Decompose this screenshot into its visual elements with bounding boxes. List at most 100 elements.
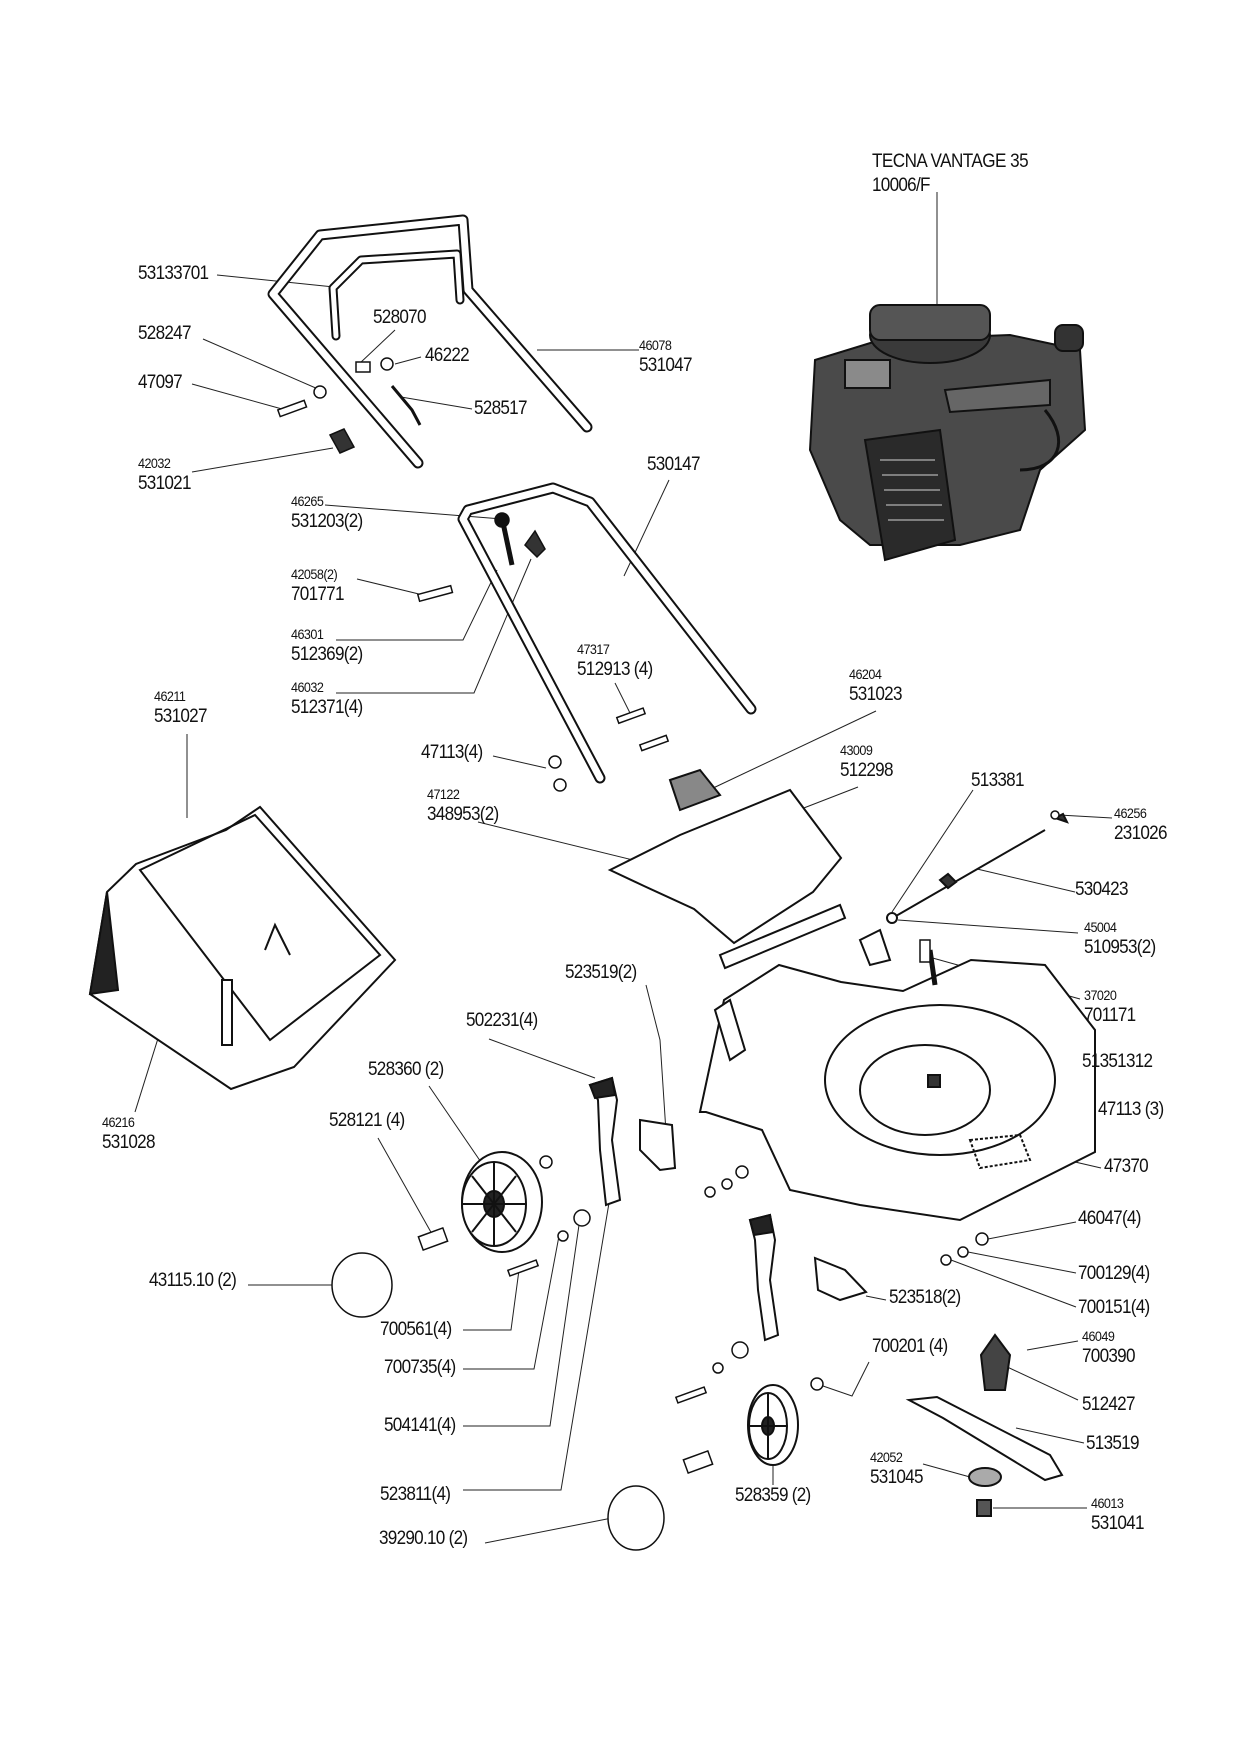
leader-line bbox=[400, 396, 473, 410]
rear-flap bbox=[607, 768, 847, 970]
part-callout: 53133701 bbox=[138, 263, 216, 285]
engine-model-name: TECNA VANTAGE 35 bbox=[872, 151, 1029, 172]
leader-line bbox=[1002, 1364, 1079, 1401]
part-callout: 523518(2) bbox=[889, 1287, 968, 1309]
part-callout: 46047(4) bbox=[1078, 1208, 1148, 1230]
part-callout: 700735(4) bbox=[384, 1357, 463, 1379]
part-callout: 523811(4) bbox=[380, 1484, 458, 1506]
part-callout: 502231(4) bbox=[466, 1010, 545, 1032]
leader-line bbox=[191, 447, 334, 473]
blade-assembly bbox=[905, 1333, 1064, 1517]
part-code: 528359 (2) bbox=[735, 1485, 811, 1506]
part-code: 512371(4) bbox=[291, 697, 363, 719]
part-code: 531028 bbox=[102, 1132, 155, 1154]
upper-handle bbox=[267, 214, 593, 469]
part-code: 700390 bbox=[1082, 1346, 1135, 1368]
part-reference-number: 46256 bbox=[1114, 805, 1147, 821]
part-callout: 528121 (4) bbox=[329, 1110, 413, 1132]
part-code: 528247 bbox=[138, 323, 191, 344]
part-callout: 528247 bbox=[138, 323, 197, 345]
part-code: 528360 (2) bbox=[368, 1059, 444, 1080]
leader-line bbox=[336, 558, 532, 694]
part-code: 512298 bbox=[840, 760, 893, 782]
part-code: 47113(4) bbox=[421, 742, 483, 763]
part-reference-number: 46013 bbox=[1091, 1495, 1124, 1511]
leader-line bbox=[216, 274, 335, 288]
part-code: 513381 bbox=[971, 770, 1024, 791]
part-callout: 530423 bbox=[1075, 879, 1134, 901]
part-code: 47113 (3) bbox=[1098, 1099, 1164, 1120]
front-wheel bbox=[747, 1384, 799, 1466]
part-code: 53133701 bbox=[138, 263, 209, 284]
part-reference-number: 46204 bbox=[849, 666, 882, 682]
part-reference-number: 46211 bbox=[154, 688, 186, 704]
part-code: 528517 bbox=[474, 398, 527, 419]
part-callout: 47317 512913 (4) bbox=[577, 641, 661, 681]
leader-line bbox=[463, 1224, 580, 1427]
height-adjuster-right bbox=[748, 1213, 868, 1342]
part-code: 47370 bbox=[1104, 1156, 1149, 1177]
part-code: 10006/F bbox=[872, 174, 930, 196]
leader-line bbox=[484, 1517, 613, 1544]
part-code: 504141(4) bbox=[384, 1415, 456, 1436]
part-reference-number: 37020 bbox=[1084, 987, 1117, 1003]
part-code: 510953(2) bbox=[1084, 937, 1156, 959]
part-callout: 47370 bbox=[1104, 1156, 1153, 1178]
part-callout: 47097 bbox=[138, 372, 187, 394]
part-callout: 513519 bbox=[1086, 1433, 1145, 1455]
leader-line bbox=[1015, 1427, 1085, 1444]
part-callout: 528359 (2) bbox=[735, 1485, 819, 1507]
leader-line bbox=[463, 1269, 520, 1331]
part-code: 700129(4) bbox=[1078, 1263, 1150, 1284]
part-callout: 46078 531047 bbox=[639, 337, 698, 377]
part-code: 530423 bbox=[1075, 879, 1128, 900]
part-callout: 523519(2) bbox=[565, 962, 644, 984]
part-code: 700201 (4) bbox=[872, 1336, 948, 1357]
leader-line bbox=[492, 755, 547, 769]
lower-handle-hardware bbox=[416, 512, 670, 792]
part-code: 531041 bbox=[1091, 1513, 1144, 1535]
part-callout: 46204 531023 bbox=[849, 666, 908, 706]
part-code: 531023 bbox=[849, 684, 902, 706]
part-code: 46222 bbox=[425, 345, 470, 366]
part-reference-number: 42058(2) bbox=[291, 566, 338, 582]
part-code: 513519 bbox=[1086, 1433, 1139, 1454]
part-code: 39290.10 (2) bbox=[379, 1528, 468, 1549]
hub-caps bbox=[331, 1252, 665, 1551]
leader-line bbox=[967, 1251, 1077, 1274]
part-callout: 528517 bbox=[474, 398, 533, 420]
part-callout: 51351312 bbox=[1082, 1051, 1160, 1073]
wheel-hardware bbox=[417, 1155, 989, 1474]
leader-line bbox=[463, 1235, 560, 1370]
part-callout: 47113 (3) bbox=[1098, 1099, 1171, 1121]
part-reference-number: 43009 bbox=[840, 742, 873, 758]
part-reference-number: 47317 bbox=[577, 641, 610, 657]
leader-line bbox=[377, 1137, 433, 1235]
part-code: 701771 bbox=[291, 584, 344, 606]
leader-line bbox=[463, 1196, 611, 1491]
leader-line bbox=[394, 356, 422, 365]
part-callout: 530147 bbox=[647, 454, 706, 476]
part-callout: 43115.10 (2) bbox=[149, 1270, 246, 1292]
part-code: 530147 bbox=[647, 454, 700, 475]
part-reference-number: 46078 bbox=[639, 337, 672, 353]
leader-line bbox=[336, 569, 498, 641]
part-code: 512913 (4) bbox=[577, 659, 653, 681]
leader-line bbox=[922, 1463, 971, 1478]
part-code: 531021 bbox=[138, 473, 191, 495]
part-code: 46047(4) bbox=[1078, 1208, 1141, 1229]
leader-line bbox=[708, 710, 877, 791]
leader-line bbox=[822, 1361, 870, 1397]
part-code: 531047 bbox=[639, 355, 692, 377]
leader-line bbox=[614, 682, 631, 714]
